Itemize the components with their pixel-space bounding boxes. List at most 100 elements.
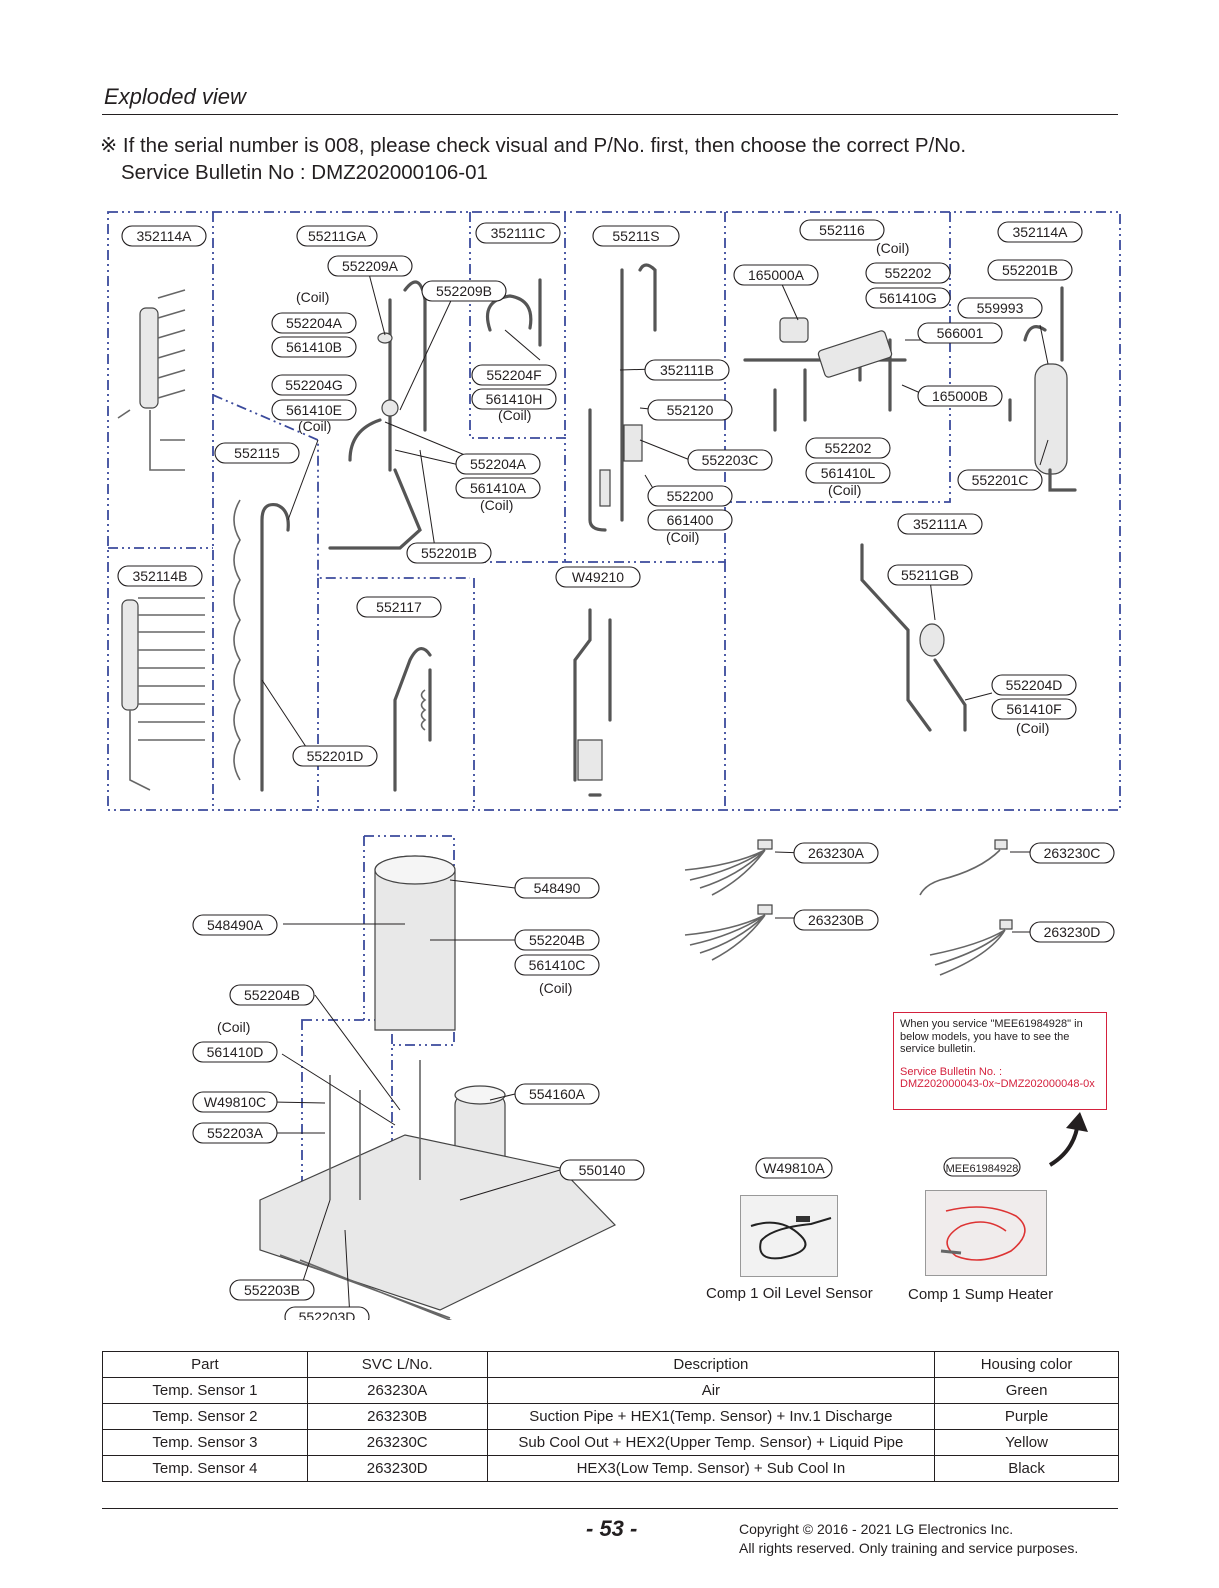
- svg-text:566001: 566001: [937, 325, 984, 341]
- callout-552201D: 552201D: [292, 745, 378, 767]
- callout-552202-2: 552202: [805, 437, 891, 459]
- callout-548490A: 548490A: [192, 914, 278, 936]
- svg-text:561410F: 561410F: [1006, 701, 1061, 717]
- sump-heater-caption: Comp 1 Sump Heater: [908, 1286, 1054, 1303]
- coil-label: (Coil): [539, 980, 572, 996]
- svg-text:352114A: 352114A: [136, 228, 192, 244]
- svg-text:554160A: 554160A: [529, 1086, 586, 1102]
- cell-description: HEX3(Low Temp. Sensor) + Sub Cool In: [486, 1455, 936, 1482]
- svg-text:165000B: 165000B: [932, 388, 988, 404]
- svg-text:552202: 552202: [885, 265, 932, 281]
- callout-MEE61984928: MEE61984928: [943, 1157, 1021, 1177]
- table-row: Temp. Sensor 1 263230A Air Green: [102, 1377, 1119, 1404]
- svg-text:552202: 552202: [825, 440, 872, 456]
- callout-165000B: 165000B: [917, 385, 1003, 407]
- page-number: - 53 -: [586, 1516, 638, 1541]
- callout-W49810C: W49810C: [192, 1091, 278, 1113]
- svg-text:552203D: 552203D: [299, 1309, 356, 1320]
- coil-label: (Coil): [876, 240, 909, 256]
- callout-352111B: 352111B: [644, 359, 730, 381]
- svg-text:552201B: 552201B: [421, 545, 477, 561]
- coil-label: (Coil): [666, 529, 699, 545]
- svg-text:552201B: 552201B: [1002, 262, 1058, 278]
- callout-55211GB: 55211GB: [887, 564, 973, 586]
- cell-svc-lno: 263230C: [306, 1429, 488, 1456]
- svg-text:552204A: 552204A: [286, 315, 343, 331]
- svg-text:561410H: 561410H: [486, 391, 543, 407]
- svg-text:165000A: 165000A: [748, 267, 805, 283]
- coil-label: (Coil): [298, 418, 331, 434]
- callout-561410D: 561410D: [192, 1041, 278, 1063]
- svg-text:352111A: 352111A: [913, 516, 968, 532]
- callout-552204B-2: 552204B: [229, 984, 315, 1006]
- table-row: Temp. Sensor 2 263230B Suction Pipe + HE…: [102, 1403, 1119, 1430]
- oil-sensor-caption: Comp 1 Oil Level Sensor: [706, 1285, 873, 1302]
- callout-552201B-1: 552201B: [406, 542, 492, 564]
- callout-552117: 552117: [356, 596, 442, 618]
- callout-552203C: 552203C: [687, 449, 773, 471]
- svg-text:661400: 661400: [667, 512, 714, 528]
- cell-part: Temp. Sensor 2: [102, 1403, 308, 1430]
- svg-text:MEE61984928: MEE61984928: [946, 1163, 1019, 1175]
- callout-552204G: 552204G: [271, 374, 357, 396]
- coil-label: (Coil): [1016, 720, 1049, 736]
- callout-55211GA: 55211GA: [296, 225, 378, 247]
- svg-text:550140: 550140: [579, 1162, 626, 1178]
- cell-part: Temp. Sensor 1: [102, 1377, 308, 1404]
- callout-352111A: 352111A: [897, 513, 983, 535]
- callout-550140: 550140: [559, 1159, 645, 1181]
- sump-heater-photo: [925, 1190, 1047, 1276]
- cell-description: Sub Cool Out + HEX2(Upper Temp. Sensor) …: [486, 1429, 936, 1456]
- callout-561410B: 561410B: [271, 336, 357, 358]
- callout-559993: 559993: [957, 297, 1043, 319]
- callout-263230B: 263230B: [793, 909, 879, 931]
- exploded-view-diagram: 352114A 55211GA 352111C 55211S 552116 35…: [107, 211, 1121, 1320]
- notice-mark: ※: [100, 134, 118, 157]
- callout-561410E: 561410E: [271, 399, 357, 421]
- svg-text:W49810C: W49810C: [204, 1094, 266, 1110]
- svg-text:263230B: 263230B: [808, 912, 864, 928]
- svg-text:561410A: 561410A: [470, 480, 527, 496]
- svg-text:352111C: 352111C: [491, 225, 546, 241]
- callout-561410A: 561410A: [455, 477, 541, 499]
- svg-text:548490A: 548490A: [207, 917, 264, 933]
- notice-line-2: Service Bulletin No : DMZ202000106-01: [121, 161, 488, 184]
- callout-552203B: 552203B: [229, 1279, 315, 1301]
- callout-263230A: 263230A: [793, 842, 879, 864]
- svg-text:552204F: 552204F: [486, 367, 541, 383]
- section-title: Exploded view: [104, 84, 246, 109]
- svg-text:552116: 552116: [819, 222, 865, 238]
- copyright-line-2: All rights reserved. Only training and s…: [739, 1540, 1079, 1556]
- coil-label: (Coil): [217, 1019, 250, 1035]
- notice-text: When you service "MEE61984928" in below …: [900, 1018, 1083, 1055]
- cell-housing-color: Black: [934, 1455, 1119, 1482]
- callout-561410H: 561410H: [471, 388, 557, 410]
- callout-661400: 661400: [647, 509, 733, 531]
- svg-text:263230C: 263230C: [1044, 845, 1101, 861]
- svg-text:552204B: 552204B: [529, 932, 585, 948]
- svg-text:55211GA: 55211GA: [308, 228, 367, 244]
- svg-text:552204D: 552204D: [1006, 677, 1063, 693]
- svg-text:352114B: 352114B: [132, 568, 187, 584]
- svg-text:55211S: 55211S: [612, 228, 659, 244]
- callout-552204A-2: 552204A: [455, 453, 541, 475]
- cell-svc-lno: 263230D: [306, 1455, 488, 1482]
- callout-552201B-2: 552201B: [987, 259, 1073, 281]
- sensor-263230A-drawing: [684, 839, 773, 896]
- cell-part: Temp. Sensor 3: [102, 1429, 308, 1456]
- callout-552202-1: 552202: [865, 262, 951, 284]
- coil-label: (Coil): [498, 407, 531, 423]
- callout-561410C: 561410C: [514, 954, 600, 976]
- sensor-263230B-drawing: [684, 904, 773, 961]
- svg-text:552203A: 552203A: [207, 1125, 264, 1141]
- cell-housing-color: Green: [934, 1377, 1119, 1404]
- callout-263230C: 263230C: [1029, 842, 1115, 864]
- table-header-row: Part SVC L/No. Description Housing color: [102, 1351, 1119, 1378]
- svg-text:552203B: 552203B: [244, 1282, 300, 1298]
- svg-text:561410B: 561410B: [286, 339, 342, 355]
- svg-text:548490: 548490: [534, 880, 581, 896]
- oil-level-sensor-photo: [740, 1195, 838, 1277]
- bulletin-numbers: DMZ202000043-0x~DMZ202000048-0x: [900, 1078, 1095, 1090]
- callout-263230D: 263230D: [1029, 921, 1115, 943]
- callout-561410L: 561410L: [805, 462, 891, 484]
